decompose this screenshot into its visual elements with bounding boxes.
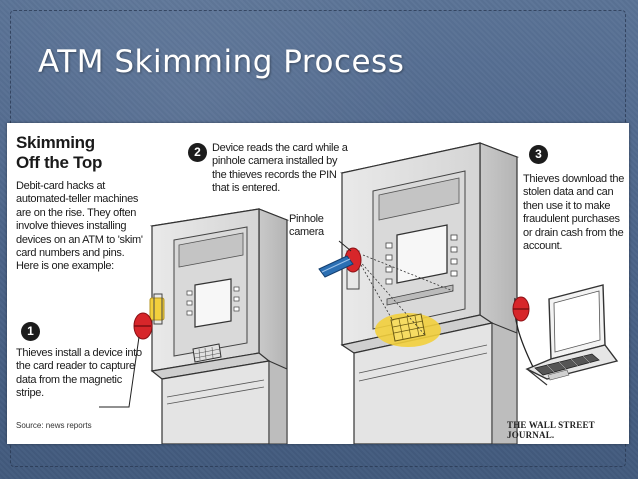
publisher-credit: THE WALL STREET JOURNAL. — [507, 420, 595, 440]
step-1-text: Thieves install a device into the card r… — [16, 347, 142, 400]
card-skimmer-icon — [512, 296, 530, 322]
atm-machine-icon — [340, 142, 520, 444]
camera-view-lines — [356, 254, 454, 336]
figure-heading: Skimming Off the Top — [16, 133, 146, 173]
step-3-text: Thieves download the stolen data and can… — [523, 173, 625, 253]
pinhole-camera-icon — [338, 240, 352, 252]
pinhole-camera-label: Pinhole camera — [289, 213, 324, 238]
infographic-illustration — [99, 142, 619, 444]
laptop-icon — [525, 284, 619, 386]
slide-title: ATM Skimming Process — [38, 44, 405, 80]
keypad-highlight — [375, 313, 441, 347]
step-2-number-badge: 2 — [188, 143, 207, 162]
source-note: Source: news reports — [16, 421, 92, 430]
step-3-number-badge: 3 — [529, 145, 548, 164]
intro-text: Debit-card hacks at automated-teller mac… — [16, 180, 143, 273]
atm-machine-icon — [149, 208, 290, 444]
card-skimmer-icon — [133, 293, 165, 340]
heading-line-2: Off the Top — [16, 153, 103, 172]
infographic-panel: Skimming Off the Top Debit-card hacks at… — [7, 123, 629, 444]
step-1-number-badge: 1 — [21, 322, 40, 341]
heading-line-1: Skimming — [16, 133, 95, 152]
step-2-text: Device reads the card while a pinhole ca… — [212, 142, 348, 195]
debit-card-icon — [318, 255, 354, 278]
